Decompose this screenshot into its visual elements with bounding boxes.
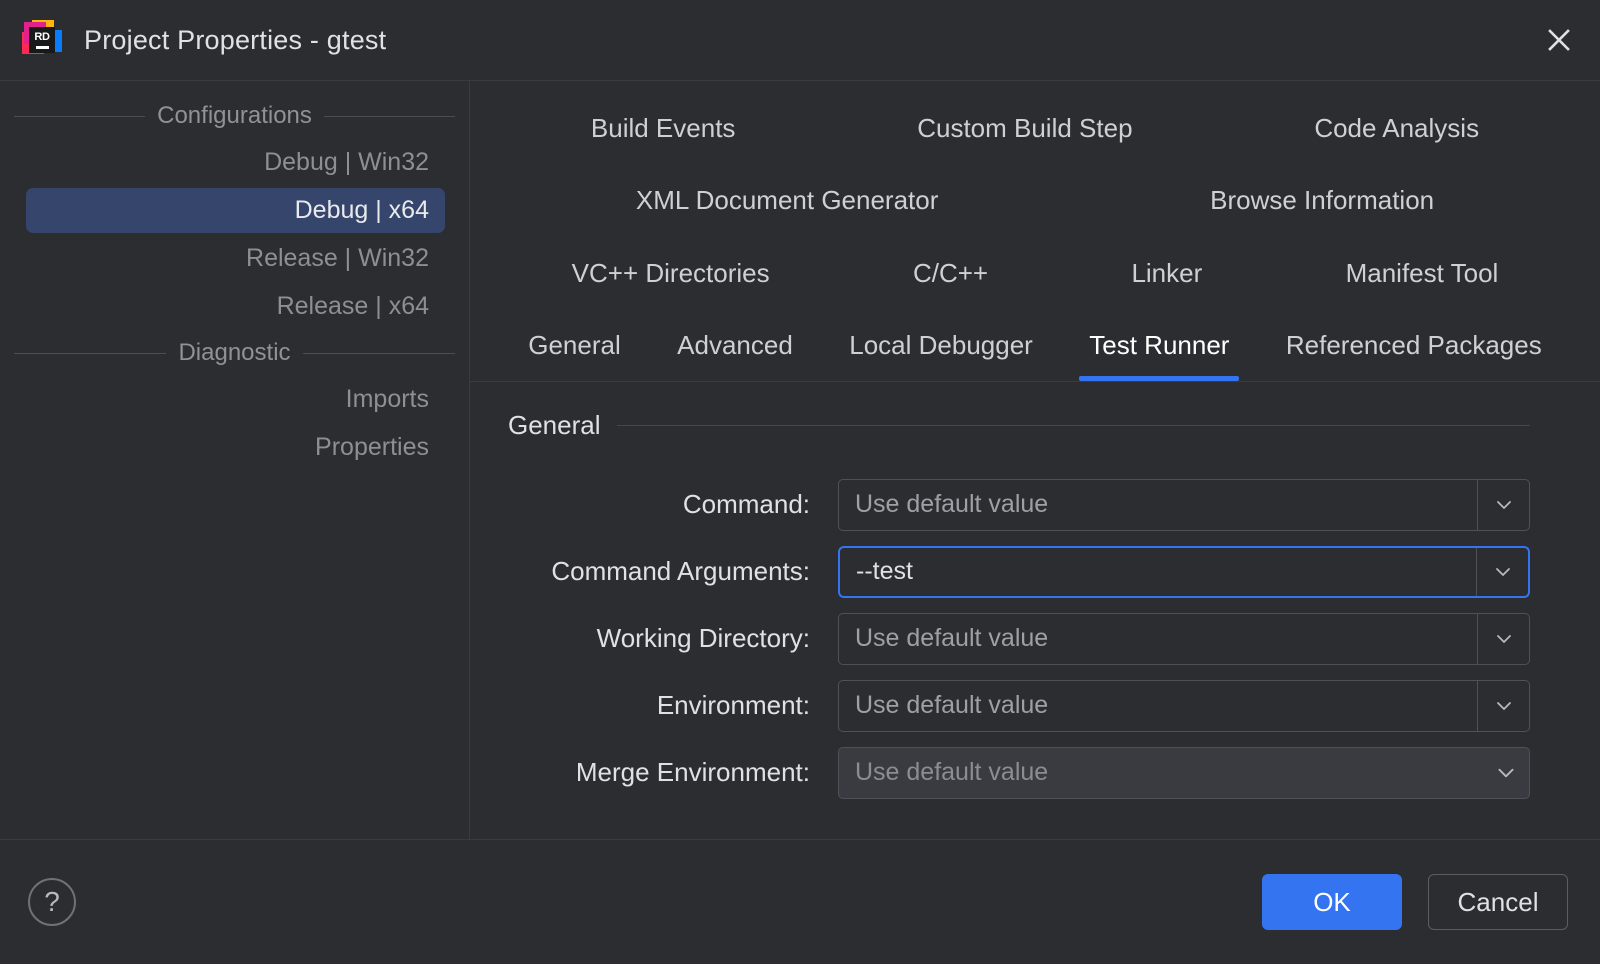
tab-label: Advanced <box>677 330 793 360</box>
group-rule <box>616 425 1530 426</box>
chevron-down-icon[interactable] <box>1483 748 1529 798</box>
chevron-down-icon[interactable] <box>1476 547 1528 596</box>
field-label-command-arguments: Command Arguments: <box>551 556 810 586</box>
sidebar-item-debug-x64[interactable]: Debug | x64 <box>26 188 445 233</box>
content-area: Build Events Custom Build Step Code Anal… <box>470 81 1600 839</box>
sidebar-section-label: Configurations <box>157 102 312 129</box>
tab-linker[interactable]: Linker <box>1121 258 1212 309</box>
section-rule-left <box>14 115 146 117</box>
dialog-footer: ? OK Cancel <box>0 840 1600 964</box>
tab-c-cpp[interactable]: C/C++ <box>903 258 998 309</box>
tab-general[interactable]: General <box>518 330 631 381</box>
close-icon[interactable] <box>1536 17 1582 63</box>
settings-panel: General Command: Use default value <box>470 382 1600 839</box>
tab-label: Custom Build Step <box>917 112 1133 143</box>
form-row-environment: Environment: Use default value <box>508 672 1530 739</box>
chevron-down-icon[interactable] <box>1477 613 1529 664</box>
help-label: ? <box>44 886 60 917</box>
tab-label: Linker <box>1131 257 1203 288</box>
command-combobox[interactable]: Use default value <box>838 478 1530 531</box>
tab-label: Code Analysis <box>1314 112 1480 143</box>
sidebar-item-release-x64[interactable]: Release | x64 <box>26 284 445 329</box>
chevron-down-icon[interactable] <box>1477 479 1529 530</box>
tab-row-2: XML Document Generator Browse Informatio… <box>500 164 1570 237</box>
chevron-down-icon[interactable] <box>1477 680 1529 731</box>
form-row-working-directory: Working Directory: Use default value <box>508 605 1530 672</box>
field-label-environment: Environment: <box>656 690 810 720</box>
window-title: Project Properties - gtest <box>84 24 387 55</box>
tab-label: Build Events <box>590 112 736 143</box>
ok-button-label: OK <box>1313 886 1351 917</box>
sidebar-item-label: Release | x64 <box>276 292 429 320</box>
tab-manifest-tool[interactable]: Manifest Tool <box>1336 258 1509 309</box>
field-label-command: Command: <box>682 489 810 519</box>
working-directory-input[interactable]: Use default value <box>855 624 1049 652</box>
tab-label: Manifest Tool <box>1345 257 1499 288</box>
tab-local-debugger[interactable]: Local Debugger <box>839 330 1043 381</box>
sidebar-item-label: Release | Win32 <box>246 244 429 272</box>
command-input[interactable]: Use default value <box>855 490 1049 518</box>
group-title: General <box>508 410 601 440</box>
title-bar: RD Project Properties - gtest <box>0 0 1600 81</box>
sidebar-item-properties[interactable]: Properties <box>26 425 445 470</box>
sidebar-item-release-win32[interactable]: Release | Win32 <box>26 236 445 281</box>
tab-bar: Build Events Custom Build Step Code Anal… <box>470 81 1600 382</box>
sidebar-item-imports[interactable]: Imports <box>26 377 445 422</box>
tab-row-4: General Advanced Local Debugger Test Run… <box>500 309 1570 381</box>
command-arguments-combobox[interactable]: --test <box>838 545 1530 598</box>
rider-logo-icon: RD <box>22 20 62 60</box>
tab-build-events[interactable]: Build Events <box>581 113 746 164</box>
sidebar-section-label: Diagnostic <box>178 339 291 366</box>
section-rule-left <box>14 352 167 354</box>
tab-referenced-packages[interactable]: Referenced Packages <box>1276 330 1552 381</box>
ok-button[interactable]: OK <box>1262 874 1402 930</box>
tab-xml-document-generator[interactable]: XML Document Generator <box>626 185 949 236</box>
sidebar-item-debug-win32[interactable]: Debug | Win32 <box>26 140 445 185</box>
dialog-body: Configurations Debug | Win32 Debug | x64… <box>0 81 1600 840</box>
cancel-button[interactable]: Cancel <box>1428 874 1568 930</box>
tab-label: General <box>528 330 621 360</box>
section-rule-right <box>323 115 456 117</box>
tab-label: XML Document Generator <box>635 185 939 215</box>
merge-environment-value: Use default value <box>855 758 1049 786</box>
tab-label: VC++ Directories <box>571 257 770 288</box>
form-row-merge-environment: Merge Environment: Use default value <box>508 739 1530 806</box>
working-directory-combobox[interactable]: Use default value <box>838 612 1530 665</box>
sidebar-item-label: Debug | Win32 <box>264 148 429 176</box>
sidebar-item-label: Debug | x64 <box>294 196 429 224</box>
tab-advanced[interactable]: Advanced <box>667 330 803 381</box>
field-label-working-directory: Working Directory: <box>596 623 810 653</box>
tab-vcpp-directories[interactable]: VC++ Directories <box>562 258 780 309</box>
sidebar-section-diagnostic: Diagnostic <box>0 332 469 374</box>
tab-row-1: Build Events Custom Build Step Code Anal… <box>500 91 1570 164</box>
help-circle-icon[interactable]: ? <box>28 878 76 926</box>
cancel-button-label: Cancel <box>1457 886 1539 917</box>
environment-input[interactable]: Use default value <box>855 691 1049 719</box>
sidebar: Configurations Debug | Win32 Debug | x64… <box>0 81 470 839</box>
field-label-merge-environment: Merge Environment: <box>575 757 810 787</box>
tab-row-3: VC++ Directories C/C++ Linker Manifest T… <box>500 236 1570 309</box>
tab-test-runner[interactable]: Test Runner <box>1079 330 1240 381</box>
form-row-command: Command: Use default value <box>508 471 1530 538</box>
sidebar-section-configurations: Configurations <box>0 95 469 137</box>
tab-label: Local Debugger <box>849 330 1033 360</box>
tab-label: Referenced Packages <box>1285 330 1542 360</box>
merge-environment-combobox[interactable]: Use default value <box>838 746 1530 799</box>
tab-custom-build-step[interactable]: Custom Build Step <box>907 113 1142 164</box>
environment-combobox[interactable]: Use default value <box>838 679 1530 732</box>
command-arguments-input[interactable]: --test <box>856 557 913 585</box>
section-rule-right <box>302 352 455 354</box>
tab-label: C/C++ <box>912 257 989 288</box>
sidebar-item-label: Imports <box>345 385 429 413</box>
tab-label: Test Runner <box>1089 330 1230 360</box>
tab-browse-information[interactable]: Browse Information <box>1200 185 1444 236</box>
form-row-command-arguments: Command Arguments: --test <box>508 538 1530 605</box>
sidebar-item-label: Properties <box>315 433 429 461</box>
tab-code-analysis[interactable]: Code Analysis <box>1304 113 1489 164</box>
tab-label: Browse Information <box>1210 185 1435 215</box>
group-header-general: General <box>508 410 1530 441</box>
